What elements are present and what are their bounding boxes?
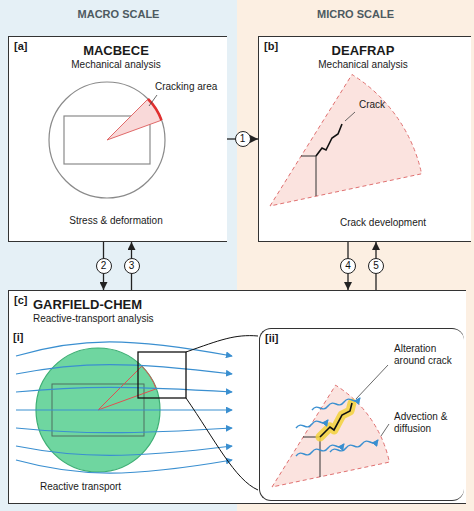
illustration-part — [107, 99, 162, 140]
illustration-part — [316, 124, 342, 156]
illustration-part — [149, 95, 157, 106]
text-slot: Alteration around crack — [394, 343, 460, 367]
illustration-part — [270, 75, 422, 207]
illustration-part — [301, 156, 316, 196]
text-slot: 2 — [96, 258, 112, 274]
text-slot: 4 — [340, 258, 356, 274]
text-slot: Advection & diffusion — [394, 411, 460, 435]
panel-tag: [i] — [13, 331, 23, 344]
illustration-part — [98, 366, 156, 410]
text-slot: 3 — [124, 258, 140, 274]
text-slot: Crack development — [299, 217, 467, 229]
illustration-part — [36, 348, 160, 472]
panel-tag: [a] — [14, 40, 27, 53]
flow-arrow — [375, 242, 376, 290]
callout-number: 5 — [368, 258, 384, 274]
illustration-part — [138, 352, 186, 398]
panel-tag: [ii] — [265, 332, 278, 345]
callout-label: Cracking area — [155, 81, 217, 93]
callout-number: 2 — [96, 258, 112, 274]
text-slot: Crack — [359, 99, 385, 111]
text-slot: 1 — [235, 131, 251, 147]
callout-number: 1 — [235, 131, 251, 147]
illustration-part — [356, 365, 388, 399]
micro-model-figure — [270, 75, 422, 207]
text-slot: Stress & deformation — [9, 215, 223, 227]
text-slot: DEAFRAP — [259, 43, 467, 59]
scale-heading: MICRO SCALE — [237, 8, 474, 21]
illustration-part — [303, 437, 320, 477]
illustration-part — [148, 99, 162, 120]
text-slot: [ii] — [265, 332, 278, 345]
illustration-part — [186, 398, 258, 490]
illustration-part — [16, 446, 232, 455]
illustration-part — [16, 409, 232, 410]
text-slot: MICRO SCALE — [237, 8, 474, 21]
analysis-box: [ii] Alteration around crackAdvection & d… — [8, 290, 466, 504]
transport-figure — [16, 336, 258, 490]
illustration-part — [272, 385, 389, 487]
illustration-part — [186, 336, 258, 352]
flow-arrow — [227, 138, 258, 139]
illustration-part — [16, 342, 232, 356]
illustration-part — [16, 428, 232, 433]
illustration-part — [320, 403, 352, 437]
model-name: DEAFRAP — [259, 43, 467, 59]
text-slot: [a] — [14, 40, 27, 53]
analysis-box: [b]DEAFRAPMechanical analysisCrackCrack … — [258, 36, 471, 242]
illustration-part — [330, 440, 378, 452]
text-slot: Reactive transport — [40, 481, 121, 493]
zoom-panel: [ii] Alteration around crackAdvection & d… — [259, 328, 464, 501]
illustration-part — [64, 116, 150, 164]
illustration-part — [49, 82, 165, 198]
panel-tag: [b] — [264, 40, 278, 53]
text-slot: Mechanical analysis — [9, 59, 223, 71]
figure-caption: Stress & deformation — [9, 215, 223, 227]
callout-label: Crack — [359, 99, 385, 111]
illustration-part — [381, 424, 389, 436]
text-slot: GARFIELD-CHEM — [33, 297, 142, 313]
analysis-type: Mechanical analysis — [259, 59, 467, 71]
flow-lines — [16, 342, 232, 473]
illustration-part — [296, 420, 328, 428]
callout-number: 3 — [124, 258, 140, 274]
model-name: GARFIELD-CHEM — [33, 297, 142, 313]
illustration-part — [16, 460, 232, 473]
flow-arrow — [347, 242, 348, 290]
illustration-part — [16, 365, 232, 374]
text-slot: 5 — [368, 258, 384, 274]
macro-model-figure — [49, 82, 165, 198]
text-slot: Reactive-transport analysis — [33, 313, 154, 325]
scale-heading: MACRO SCALE — [0, 8, 237, 21]
illustration-part — [320, 403, 352, 437]
illustration-part — [345, 112, 355, 121]
analysis-box: [a]MACBECEMechanical analysisCracking ar… — [8, 36, 227, 242]
text-slot: MACRO SCALE — [0, 8, 237, 21]
text-slot: Mechanical analysis — [259, 59, 467, 71]
flow-arrow — [103, 242, 104, 290]
flow-arrow — [131, 242, 132, 290]
callout-label: Advection & diffusion — [394, 411, 460, 435]
callout-number: 4 — [340, 258, 356, 274]
analysis-type: Reactive-transport analysis — [33, 313, 154, 325]
panel-tag: [c] — [14, 294, 27, 307]
model-name: MACBECE — [9, 43, 223, 59]
illustration-part — [296, 444, 344, 456]
text-slot: [i] — [13, 331, 23, 344]
figure-caption: Reactive transport — [40, 481, 121, 493]
text-slot: [b] — [264, 40, 278, 53]
text-slot: MACBECE — [9, 43, 223, 59]
text-slot: [c] — [14, 294, 27, 307]
crack-zoom-figure — [272, 365, 389, 487]
analysis-type: Mechanical analysis — [9, 59, 223, 71]
illustration-part — [312, 398, 360, 410]
figure-caption: Crack development — [299, 217, 467, 229]
text-slot: Cracking area — [155, 81, 217, 93]
callout-label: Alteration around crack — [394, 343, 460, 367]
illustration-part — [52, 384, 144, 436]
illustration-part — [16, 387, 232, 392]
